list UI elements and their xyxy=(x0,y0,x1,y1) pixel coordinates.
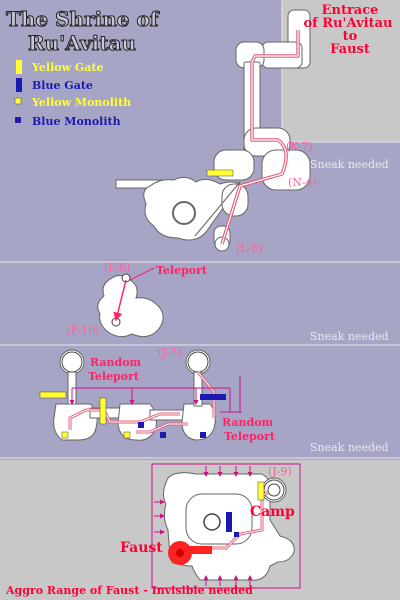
sneak-needed-label: Sneak needed xyxy=(310,158,389,171)
random-teleport-label-1a: Random xyxy=(90,356,142,369)
sneak-needed-label: Sneak needed xyxy=(310,441,389,454)
coord-n4: (N-4) xyxy=(288,176,317,189)
blue-monolith xyxy=(200,432,206,438)
yellow-gate xyxy=(99,397,107,425)
random-teleport-arrows xyxy=(69,376,242,413)
legend: Yellow Gate Blue Gate Yellow Monolith Bl… xyxy=(14,60,131,128)
blue-gate xyxy=(226,512,232,532)
yellow-monolith xyxy=(123,431,131,439)
entrance-line4: Faust xyxy=(330,42,370,57)
blue-monolith-icon xyxy=(15,117,21,123)
entrance-line3: to xyxy=(343,29,358,44)
camp-label: Camp xyxy=(250,504,295,520)
map-title-line1: The Shrine of xyxy=(6,7,160,31)
coord-j9: (J-9) xyxy=(268,465,292,478)
blue-gate xyxy=(200,394,226,400)
random-teleport-label-2a: Random xyxy=(222,416,274,429)
blue-gate-icon xyxy=(16,78,22,92)
aggro-bar xyxy=(182,546,212,554)
yellow-gate-icon xyxy=(16,60,22,74)
coord-f8: (F-8) xyxy=(104,261,130,274)
teleport-label: Teleport xyxy=(156,264,208,277)
yellow-gate xyxy=(257,481,265,501)
legend-item-yellow-gate: Yellow Gate xyxy=(31,61,104,74)
coord-j5: (J-5) xyxy=(158,346,182,359)
faust-label: Faust xyxy=(120,540,163,556)
random-teleport-label-1b: Teleport xyxy=(88,370,140,383)
yellow-monolith-icon xyxy=(14,97,22,105)
legend-item-blue-gate: Blue Gate xyxy=(32,79,93,92)
blue-monolith xyxy=(234,532,239,537)
entrance-line1: Entrace xyxy=(322,3,379,18)
sneak-needed-label: Sneak needed xyxy=(310,330,389,343)
legend-item-blue-monolith: Blue Monolith xyxy=(32,115,121,128)
coord-f10: (F-10) xyxy=(66,324,99,337)
map-title-line2: Ru'Avitau xyxy=(28,31,136,55)
yellow-gate xyxy=(206,169,234,177)
yellow-gate xyxy=(39,391,67,399)
random-teleport-label-2b: Teleport xyxy=(224,430,276,443)
aggro-label: Aggro Range of Faust - Invisible needed xyxy=(5,584,253,597)
blue-monolith xyxy=(160,432,166,438)
coord-l6: (L-6) xyxy=(236,242,263,255)
entrance-label: Entrace of Ru'Avitau to Faust xyxy=(304,3,393,57)
faust-entry-arrows xyxy=(154,466,253,586)
legend-item-yellow-monolith: Yellow Monolith xyxy=(31,96,131,109)
blue-monolith xyxy=(138,422,144,428)
entrance-line2: of Ru'Avitau xyxy=(304,16,393,31)
coord-k7: (K-7) xyxy=(286,140,313,153)
yellow-monolith xyxy=(61,431,69,439)
